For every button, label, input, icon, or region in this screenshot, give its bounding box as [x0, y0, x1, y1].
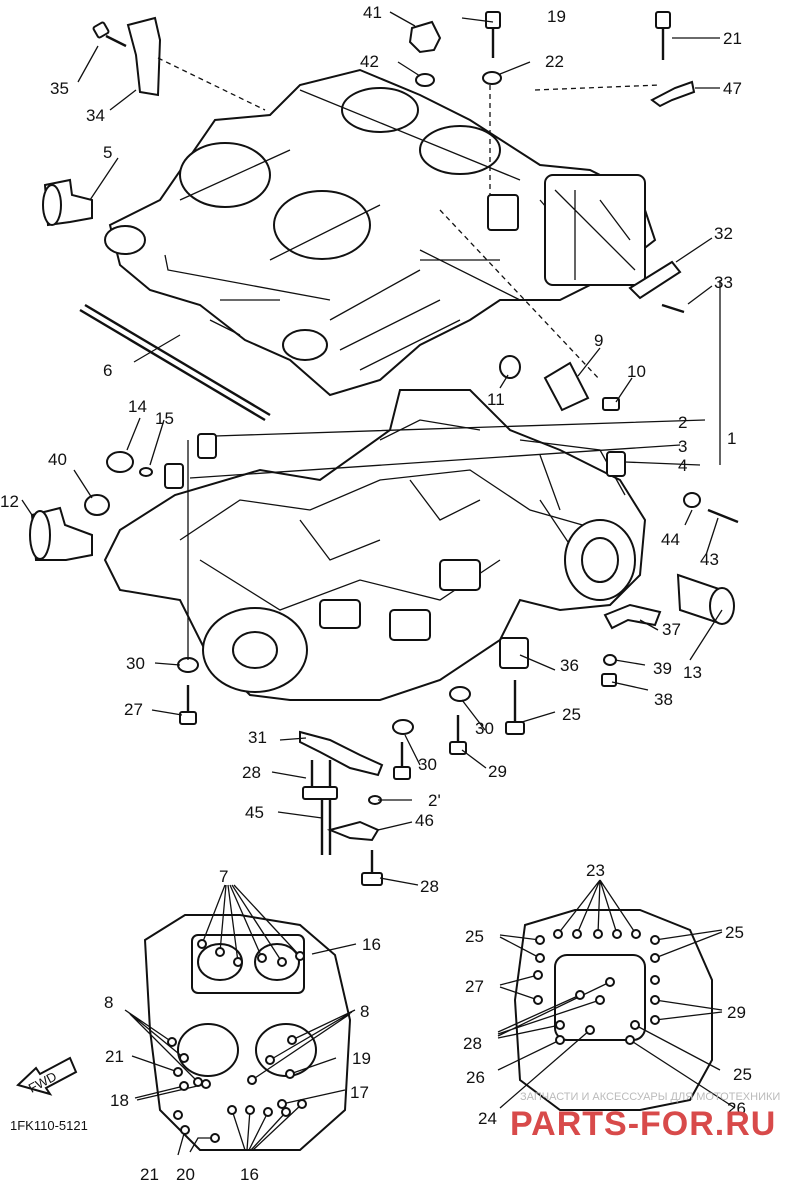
callout-labels: 41 19 21 42 22 47 35 34 5 32 33 6 9 10 1… [0, 3, 752, 1184]
callout-23: 23 [586, 861, 605, 880]
callout-16-top: 16 [362, 935, 381, 954]
callout-21-bottom: 21 [140, 1165, 159, 1184]
callout-9: 9 [594, 331, 603, 350]
callout-10: 10 [627, 362, 646, 381]
callout-46: 46 [415, 811, 434, 830]
callout-11: 11 [487, 390, 505, 409]
callout-47: 47 [723, 79, 742, 98]
callout-15: 15 [155, 409, 174, 428]
callout-21-mid: 21 [105, 1047, 124, 1066]
upper-case-plan-view [16, 884, 357, 1156]
callout-13: 13 [683, 663, 702, 682]
callout-4: 4 [678, 456, 687, 475]
callout-42: 42 [360, 52, 379, 71]
callout-41: 41 [363, 3, 382, 22]
callout-28-upper: 28 [242, 763, 261, 782]
callout-18: 18 [110, 1091, 129, 1110]
callout-39: 39 [653, 659, 672, 678]
callout-2-prime: 2' [428, 791, 441, 810]
callout-31: 31 [248, 728, 267, 747]
callout-36: 36 [560, 656, 579, 675]
callout-3: 3 [678, 437, 687, 456]
callout-33: 33 [714, 273, 733, 292]
callout-35: 35 [50, 79, 69, 98]
callout-19: 19 [547, 7, 566, 26]
callout-26-right: 26 [727, 1099, 746, 1118]
callout-26-left: 26 [466, 1068, 485, 1087]
callout-32: 32 [714, 224, 733, 243]
callout-16-bottom: 16 [240, 1165, 259, 1184]
lower-case-plan-view [497, 879, 736, 1111]
callout-22: 22 [545, 52, 564, 71]
callout-45: 45 [245, 803, 264, 822]
drawing-code: 1FK110-5121 [10, 1118, 88, 1133]
callout-34: 34 [86, 106, 105, 125]
callout-12: 12 [0, 492, 19, 511]
forward-arrow-icon [16, 1056, 78, 1096]
callout-43: 43 [700, 550, 719, 569]
callout-25-right: 25 [725, 923, 744, 942]
callout-17: 17 [350, 1083, 369, 1102]
callout-29: 29 [488, 762, 507, 781]
upper-crankcase [104, 68, 657, 397]
callout-19-plan: 19 [352, 1049, 371, 1068]
callout-38: 38 [654, 690, 673, 709]
callout-30-low: 30 [418, 755, 437, 774]
callout-5: 5 [103, 143, 112, 162]
callout-8-right: 8 [360, 1002, 369, 1021]
watermark: ЗАПЧАСТИ И АКСЕССУАРЫ ДЛЯ МОТОТЕХНИКИ PA… [510, 1091, 780, 1143]
callout-7: 7 [219, 867, 228, 886]
callout-20: 20 [176, 1165, 195, 1184]
callout-6: 6 [103, 361, 112, 380]
callout-25-lower: 25 [733, 1065, 752, 1084]
callout-29-plan: 29 [727, 1003, 746, 1022]
watermark-brand: PARTS-FOR.RU [510, 1105, 776, 1143]
callout-30-left: 30 [126, 654, 145, 673]
callout-30-mid: 30 [475, 719, 494, 738]
callout-28-plan: 28 [463, 1034, 482, 1053]
callout-28-lower: 28 [420, 877, 439, 896]
callout-24: 24 [478, 1109, 497, 1128]
callout-44: 44 [661, 530, 680, 549]
callout-14: 14 [128, 397, 147, 416]
callout-8-left: 8 [104, 993, 113, 1012]
callout-27-plan: 27 [465, 977, 484, 996]
callout-2: 2 [678, 413, 687, 432]
leader-lines [21, 11, 723, 886]
callout-25: 25 [562, 705, 581, 724]
callout-40: 40 [48, 450, 67, 469]
callout-25-left: 25 [465, 927, 484, 946]
lower-crankcase [103, 389, 647, 701]
callout-37: 37 [662, 620, 681, 639]
watermark-text: ЗАПЧАСТИ И АКСЕССУАРЫ ДЛЯ МОТОТЕХНИКИ [520, 1091, 780, 1103]
callout-27: 27 [124, 700, 143, 719]
callout-21: 21 [723, 29, 742, 48]
callout-1: 1 [727, 429, 736, 448]
